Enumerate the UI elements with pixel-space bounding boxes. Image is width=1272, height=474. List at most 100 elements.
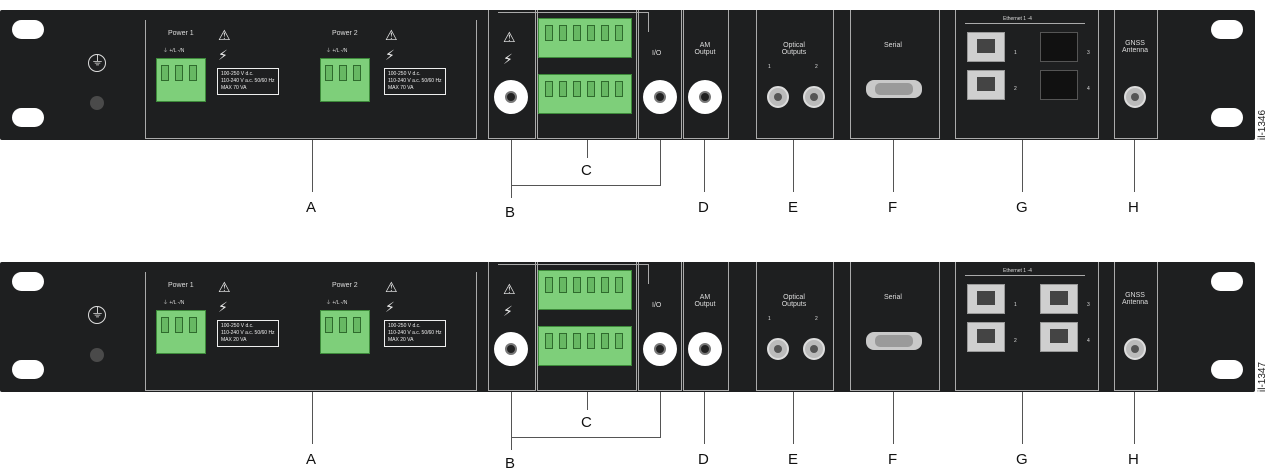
ethernet-label: Ethernet 1 -4	[1003, 16, 1032, 22]
serial-db9-connector[interactable]	[866, 80, 922, 98]
serial-db9-connector[interactable]	[866, 332, 922, 350]
ethernet-port-1[interactable]	[967, 284, 1005, 314]
am-output-connector[interactable]	[688, 332, 722, 366]
eth-port-label: 4	[1087, 86, 1090, 92]
power1-terminal-labels: ⏚ +/L -/N	[163, 300, 185, 306]
optical-port-2-label: 2	[815, 64, 818, 70]
ethernet-port-2[interactable]	[967, 70, 1005, 100]
section-b-box	[488, 10, 536, 139]
io-bracket	[648, 264, 649, 284]
shock-warning-icon: ⚡	[385, 48, 395, 64]
rack-mount-slot	[1211, 272, 1243, 291]
eth-port-label: 2	[1014, 86, 1017, 92]
spec-max: MAX 20 VA	[388, 337, 414, 343]
gnss-antenna-connector[interactable]	[1124, 86, 1146, 108]
section-g-box	[955, 262, 1099, 391]
callout-a: A	[306, 451, 317, 468]
ethernet-port-1[interactable]	[967, 32, 1005, 62]
shock-warning-icon: ⚡	[503, 52, 513, 68]
power2-terminal-block[interactable]	[320, 310, 370, 354]
callout-c: C	[581, 162, 592, 179]
callout-line-b	[660, 140, 661, 186]
ground-stud	[90, 96, 104, 110]
power1-terminal-block[interactable]	[156, 310, 206, 354]
gnss-antenna-connector[interactable]	[1124, 338, 1146, 360]
io-terminal-block-top[interactable]	[538, 18, 632, 58]
power2-terminal-block[interactable]	[320, 58, 370, 102]
io-bracket	[498, 264, 648, 265]
ethernet-port-2[interactable]	[967, 322, 1005, 352]
callout-h: H	[1128, 451, 1139, 468]
callout-d: D	[698, 199, 709, 216]
optical-output-2[interactable]	[803, 338, 825, 360]
callout-line-a	[312, 392, 313, 444]
section-d-box	[683, 10, 729, 139]
optical-port-1-label: 1	[768, 64, 771, 70]
warning-icon: ⚠	[503, 30, 516, 46]
callout-line-e	[793, 140, 794, 192]
callout-line-b	[660, 392, 661, 438]
warning-icon: ⚠	[503, 282, 516, 298]
io-terminal-block-bottom[interactable]	[538, 74, 632, 114]
warning-icon: ⚠	[385, 280, 398, 296]
spec-ac: 110-240 V a.c. 50/60 Hz	[221, 78, 275, 84]
bnc-connector-b2[interactable]	[643, 332, 677, 366]
power1-terminal-block[interactable]	[156, 58, 206, 102]
serial-label: Serial	[884, 42, 902, 49]
ethernet-port-4[interactable]	[1040, 322, 1078, 352]
io-terminal-block-bottom[interactable]	[538, 326, 632, 366]
section-f-box	[850, 262, 940, 391]
callout-line-e	[793, 392, 794, 444]
section-b-box-2	[638, 262, 682, 391]
callout-line-h	[1134, 392, 1135, 444]
bnc-connector-b1[interactable]	[494, 332, 528, 366]
section-b-box-2	[638, 10, 682, 139]
power1-terminal-labels: ⏚ +/L -/N	[163, 48, 185, 54]
optical-output-2[interactable]	[803, 86, 825, 108]
io-bracket	[648, 12, 649, 32]
callout-line-c	[587, 140, 588, 158]
ethernet-bracket	[965, 23, 1085, 24]
callout-f: F	[888, 199, 898, 216]
section-h-box	[1114, 262, 1158, 391]
bnc-connector-b1[interactable]	[494, 80, 528, 114]
rack-mount-slot	[1211, 108, 1243, 127]
section-d-box	[683, 262, 729, 391]
section-b-box	[488, 262, 536, 391]
spec-dc: 100-250 V d.c.	[221, 323, 254, 329]
spec-ac: 110-240 V a.c. 50/60 Hz	[388, 330, 442, 336]
section-c-box	[537, 10, 637, 139]
callout-a: A	[306, 199, 317, 216]
optical-port-2-label: 2	[815, 316, 818, 322]
optical-port-1-label: 1	[768, 316, 771, 322]
figure-id-2: il-1347	[1257, 361, 1268, 392]
callout-h: H	[1128, 199, 1139, 216]
shock-warning-icon: ⚡	[503, 304, 513, 320]
ethernet-port-3-blank	[1040, 32, 1078, 62]
spec-ac: 110-240 V a.c. 50/60 Hz	[221, 330, 275, 336]
power2-spec-box: 100-250 V d.c. 110-240 V a.c. 50/60 Hz M…	[384, 320, 446, 347]
optical-output-1[interactable]	[767, 86, 789, 108]
callout-g: G	[1016, 451, 1028, 468]
callout-line-a	[312, 140, 313, 192]
section-e-box	[756, 10, 834, 139]
spec-max: MAX 70 VA	[221, 85, 247, 91]
am-output-connector[interactable]	[688, 80, 722, 114]
ethernet-port-3[interactable]	[1040, 284, 1078, 314]
spec-dc: 100-250 V d.c.	[388, 71, 421, 77]
callout-line-b	[511, 392, 512, 450]
ground-icon	[88, 54, 106, 72]
optical-output-1[interactable]	[767, 338, 789, 360]
io-bracket	[498, 12, 648, 13]
section-g-box	[955, 10, 1099, 139]
power2-terminal-labels: ⏚ +/L -/N	[326, 300, 348, 306]
callout-line-b	[511, 140, 512, 198]
io-terminal-block-top[interactable]	[538, 270, 632, 310]
callout-line-c	[587, 392, 588, 410]
figure-id-1: il-1346	[1257, 109, 1268, 140]
power1-title: Power 1	[168, 30, 194, 37]
spec-dc: 100-250 V d.c.	[221, 71, 254, 77]
bnc-connector-b2[interactable]	[643, 80, 677, 114]
callout-line-g	[1022, 392, 1023, 444]
power1-title: Power 1	[168, 282, 194, 289]
